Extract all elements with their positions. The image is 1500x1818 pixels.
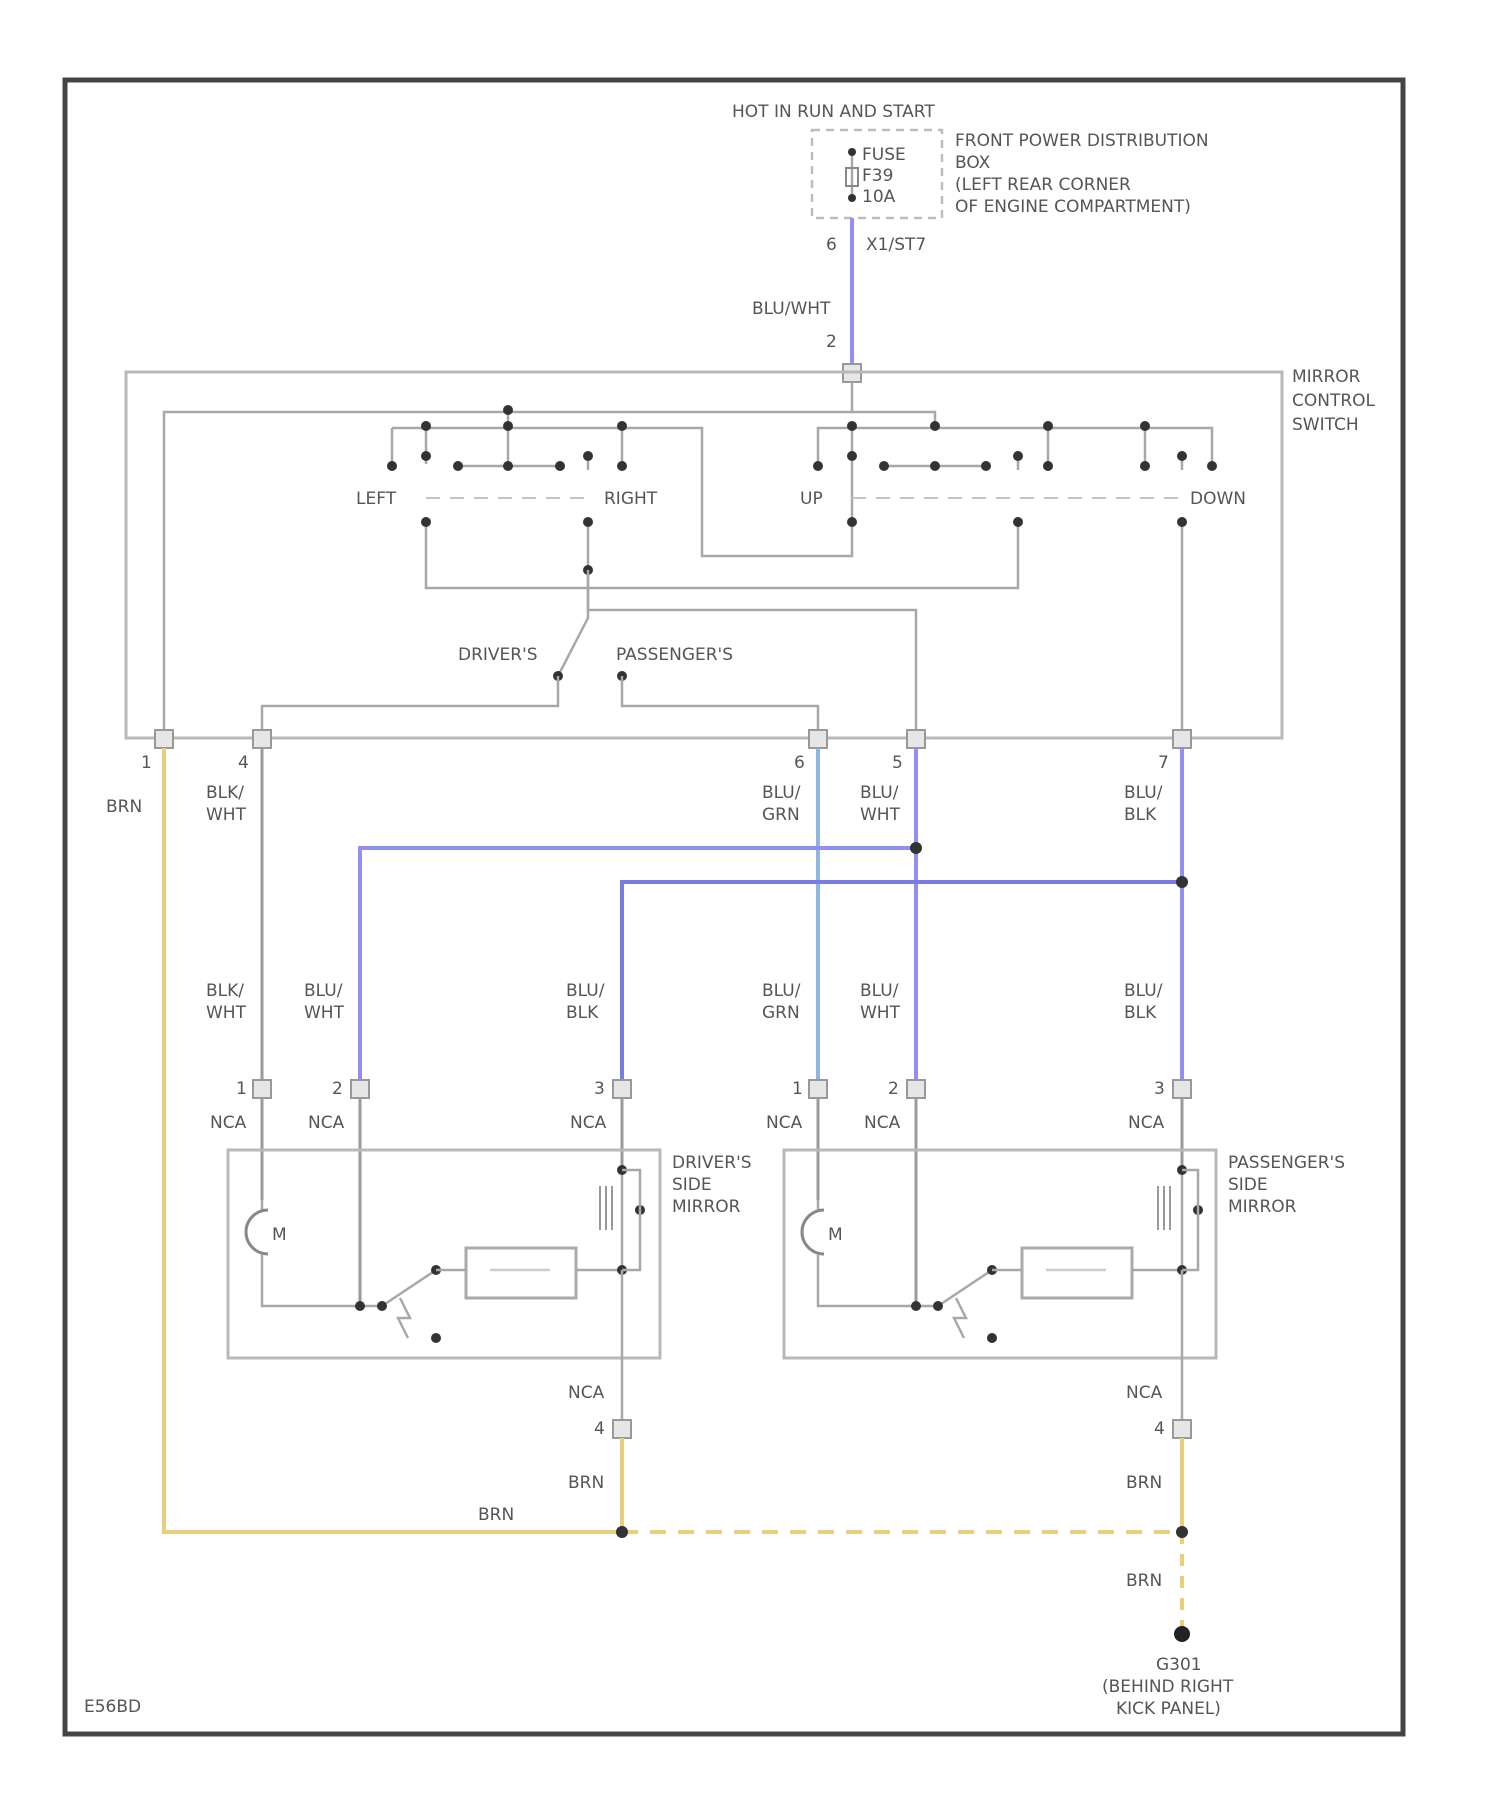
passengers-coil-icon [1158, 1186, 1170, 1230]
switch-title-1: MIRROR [1292, 367, 1361, 387]
svg-text:1: 1 [792, 1079, 803, 1099]
switch-pin-1: 1 [141, 753, 152, 773]
blu-blk-branch [622, 882, 1182, 1084]
drivers-mirror-label-2: SIDE [672, 1175, 712, 1195]
svg-text:WHT: WHT [304, 1003, 345, 1023]
fuse-location-3: (LEFT REAR CORNER [955, 175, 1131, 195]
switch-title-2: CONTROL [1292, 391, 1376, 411]
switch-pin-4: 4 [238, 753, 249, 773]
svg-text:BLU/: BLU/ [304, 981, 343, 1001]
passengers-heater-icon [1022, 1248, 1132, 1298]
passengers-mirror-label-2: SIDE [1228, 1175, 1268, 1195]
drivers-ground-nca: NCA [568, 1383, 605, 1403]
svg-text:NCA: NCA [308, 1113, 345, 1133]
fuse-location-4: OF ENGINE COMPARTMENT) [955, 197, 1191, 217]
svg-text:BLU/: BLU/ [566, 981, 605, 1001]
fuse-label-3: 10A [862, 187, 896, 207]
switch-pin-7: 7 [1158, 753, 1169, 773]
svg-text:NCA: NCA [766, 1113, 803, 1133]
feed-wire-pin: 2 [826, 332, 837, 352]
passengers-motor-icon [802, 1210, 824, 1254]
passengers-mirror-label-3: MIRROR [1228, 1197, 1297, 1217]
passengers-mirror-label-1: PASSENGER'S [1228, 1153, 1345, 1173]
svg-text:BLU/: BLU/ [860, 981, 899, 1001]
brn-wire-pin1 [164, 748, 622, 1532]
brn-label-bottom: BRN [478, 1505, 514, 1525]
ground-location-2: KICK PANEL) [1116, 1699, 1221, 1719]
wire-top-pin5-a: BLU/ [860, 783, 899, 803]
svg-text:BLK/: BLK/ [206, 981, 244, 1001]
drivers-motor-label: M [272, 1225, 287, 1245]
drivers-side-mirror: DRIVER'S SIDE MIRROR M [228, 1150, 752, 1420]
wire-top-pin5-b: WHT [860, 805, 901, 825]
svg-text:GRN: GRN [762, 1003, 800, 1023]
label-left: LEFT [356, 489, 397, 509]
feed-wire-color: BLU/WHT [752, 299, 831, 319]
diagram-id: E56BD [84, 1697, 141, 1717]
ground-name: G301 [1156, 1655, 1202, 1675]
label-drivers: DRIVER'S [458, 645, 538, 665]
passengers-side-mirror: PASSENGER'S SIDE MIRROR M [784, 1150, 1345, 1420]
label-passengers: PASSENGER'S [616, 645, 733, 665]
wire-top-pin4-a: BLK/ [206, 783, 244, 803]
svg-text:2: 2 [332, 1079, 343, 1099]
fuse-out-connector: X1/ST7 [866, 235, 926, 255]
wire-top-pin6-a: BLU/ [762, 783, 801, 803]
fuse-location-2: BOX [955, 153, 991, 173]
wire-top-pin7-a: BLU/ [1124, 783, 1163, 803]
brn-label-drivers: BRN [568, 1473, 604, 1493]
fuse-location-1: FRONT POWER DISTRIBUTION [955, 131, 1209, 151]
fuse-out-pin: 6 [826, 235, 837, 255]
fuse-header: HOT IN RUN AND START [732, 102, 935, 122]
switch-title-3: SWITCH [1292, 415, 1359, 435]
drivers-ground-pin: 4 [594, 1419, 605, 1439]
svg-text:BLU/: BLU/ [762, 981, 801, 1001]
mid-wire-labels: BLK/WHT BLU/WHT BLU/BLK BLU/GRN BLU/WHT … [206, 981, 1163, 1023]
wire-top-pin1: BRN [106, 797, 142, 817]
drivers-motor-icon [246, 1210, 268, 1254]
svg-text:NCA: NCA [570, 1113, 607, 1133]
label-up: UP [800, 489, 823, 509]
passengers-ground-pin: 4 [1154, 1419, 1165, 1439]
fuse-block: HOT IN RUN AND START FUSE F39 10A FRONT … [732, 102, 1209, 255]
svg-text:NCA: NCA [1128, 1113, 1165, 1133]
wire-top-pin4-b: WHT [206, 805, 247, 825]
svg-text:WHT: WHT [860, 1003, 901, 1023]
svg-text:NCA: NCA [864, 1113, 901, 1133]
wire-top-pin7-b: BLK [1124, 805, 1157, 825]
fuse-label-1: FUSE [862, 145, 906, 165]
drivers-mirror-label-1: DRIVER'S [672, 1153, 752, 1173]
svg-text:3: 3 [594, 1079, 605, 1099]
ground-location-1: (BEHIND RIGHT [1102, 1677, 1234, 1697]
svg-text:1: 1 [236, 1079, 247, 1099]
brn-label-passengers: BRN [1126, 1473, 1162, 1493]
brn-label-ground-drop: BRN [1126, 1571, 1162, 1591]
svg-text:BLU/: BLU/ [1124, 981, 1163, 1001]
passengers-ground-nca: NCA [1126, 1383, 1163, 1403]
drivers-coil-icon [600, 1186, 612, 1230]
mirror-control-switch: MIRROR CONTROL SWITCH [126, 367, 1376, 773]
svg-text:WHT: WHT [206, 1003, 247, 1023]
passengers-motor-label: M [828, 1225, 843, 1245]
svg-text:BLK: BLK [1124, 1003, 1157, 1023]
ground-point-icon [1174, 1626, 1190, 1642]
svg-text:2: 2 [888, 1079, 899, 1099]
svg-text:NCA: NCA [210, 1113, 247, 1133]
wire-top-pin6-b: GRN [762, 805, 800, 825]
label-down: DOWN [1190, 489, 1246, 509]
mirror-connectors [253, 1080, 1191, 1098]
switch-pin-6: 6 [794, 753, 805, 773]
fuse-label-2: F39 [862, 166, 893, 186]
svg-text:BLK: BLK [566, 1003, 599, 1023]
switch-pin-5: 5 [892, 753, 903, 773]
drivers-heater-icon [466, 1248, 576, 1298]
label-right: RIGHT [604, 489, 658, 509]
drivers-mirror-label-3: MIRROR [672, 1197, 741, 1217]
diagram-frame [65, 80, 1403, 1734]
svg-text:3: 3 [1154, 1079, 1165, 1099]
